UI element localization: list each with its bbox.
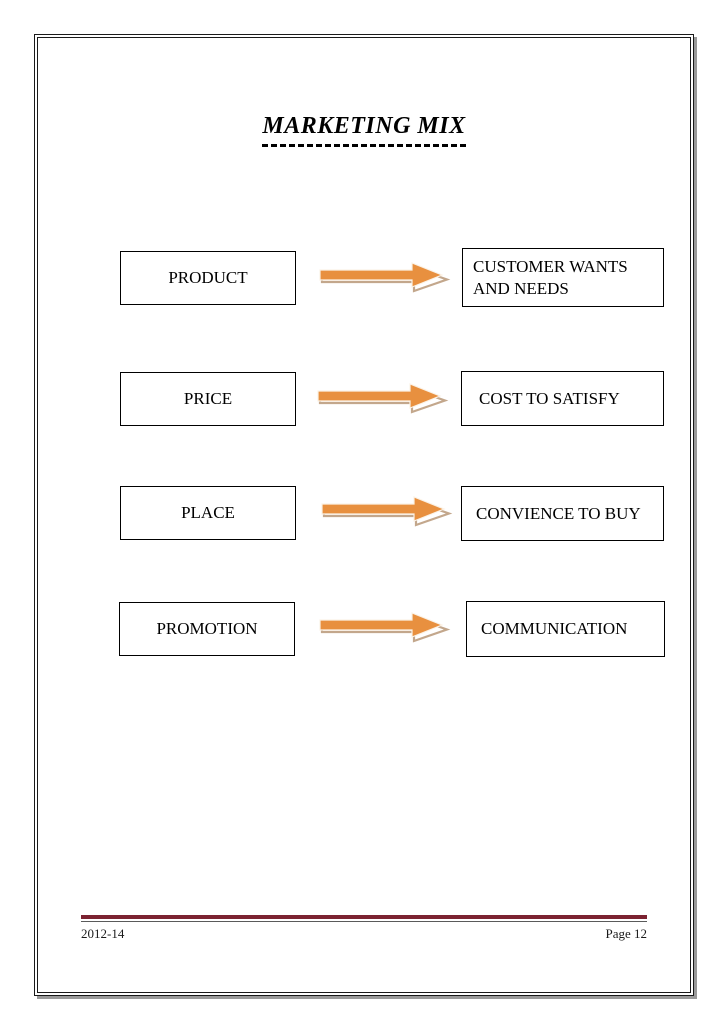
mix-left-box-product: PRODUCT [120,251,296,305]
mix-right-box-convience-to-buy: CONVIENCE TO BUY [461,486,664,541]
mix-right-box-communication: COMMUNICATION [466,601,665,657]
mix-left-label: PRODUCT [168,268,248,288]
diagram-row: PROMOTION COMMUNICATION [35,586,693,706]
mix-right-label: CUSTOMER WANTS AND NEEDS [473,257,628,298]
mix-left-box-promotion: PROMOTION [119,602,295,656]
footer-rule-thin [81,921,647,922]
diagram-row: PRODUCT CUSTOMER WANTS AND NEEDS [35,235,693,355]
mix-right-box-cost-to-satisfy: COST TO SATISFY [461,371,664,426]
page-title-container: MARKETING MIX [35,113,693,147]
mix-right-box-customer-wants: CUSTOMER WANTS AND NEEDS [462,248,664,307]
diagram-row: PRICE COST TO SATISFY [35,355,693,475]
marketing-mix-diagram: PRODUCT CUSTOMER WANTS AND NEEDS PRICE [35,35,693,995]
right-arrow-icon [318,607,463,647]
mix-right-label: COST TO SATISFY [479,388,620,408]
page-content: MARKETING MIX PRODUCT CUSTOMER WANTS AND… [35,35,693,995]
footer-rule-thick [81,915,647,919]
page-title: MARKETING MIX [262,113,466,147]
footer-text-row: 2012-14 Page 12 [81,926,647,942]
right-arrow-icon [318,257,463,297]
mix-left-box-place: PLACE [120,486,296,540]
footer-page-number: Page 12 [605,926,647,941]
right-arrow-icon [320,491,465,531]
mix-left-label: PLACE [181,503,235,523]
mix-left-label: PROMOTION [156,619,258,639]
mix-right-label: CONVIENCE TO BUY [476,503,641,523]
mix-right-label: COMMUNICATION [481,619,628,639]
right-arrow-icon [316,378,461,418]
mix-left-box-price: PRICE [120,372,296,426]
page-footer: 2012-14 Page 12 [81,915,647,961]
document-page: MARKETING MIX PRODUCT CUSTOMER WANTS AND… [34,34,694,996]
diagram-row: PLACE CONVIENCE TO BUY [35,472,693,592]
footer-left-text: 2012-14 [81,926,125,941]
mix-left-label: PRICE [183,389,233,409]
